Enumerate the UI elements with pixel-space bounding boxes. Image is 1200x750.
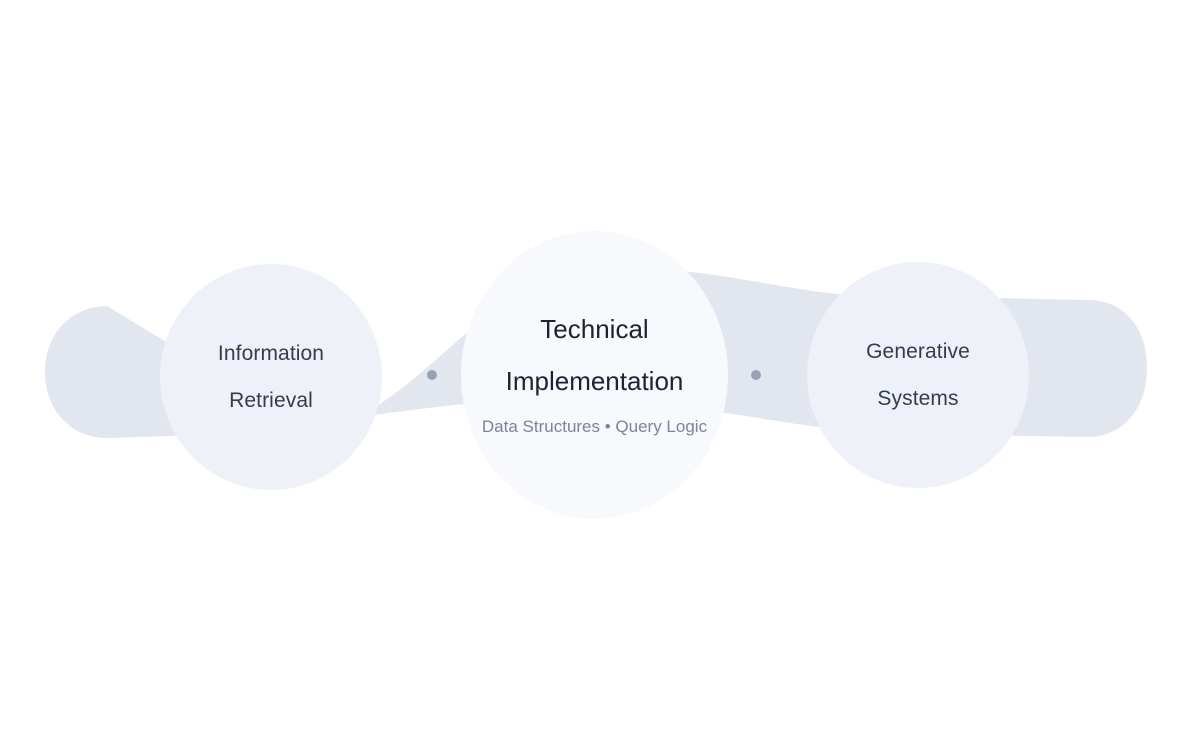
connector-dot-icon (751, 370, 761, 380)
node-information-retrieval[interactable]: Information Retrieval (160, 264, 382, 490)
node-label-line: Retrieval (229, 389, 313, 412)
node-label-line: Systems (877, 387, 959, 410)
node-subtitle: Data Structures • Query Logic (481, 416, 708, 436)
connector-dot-icon (427, 370, 437, 380)
node-label-line: Technical (540, 313, 649, 344)
node-technical-implementation[interactable]: Technical Implementation Data Structures… (461, 231, 728, 519)
node-label-line: Implementation (505, 365, 684, 396)
node-label-line: Generative (866, 340, 970, 363)
node-generative-systems[interactable]: Generative Systems (807, 262, 1029, 488)
node-label-line: Information (217, 342, 325, 365)
